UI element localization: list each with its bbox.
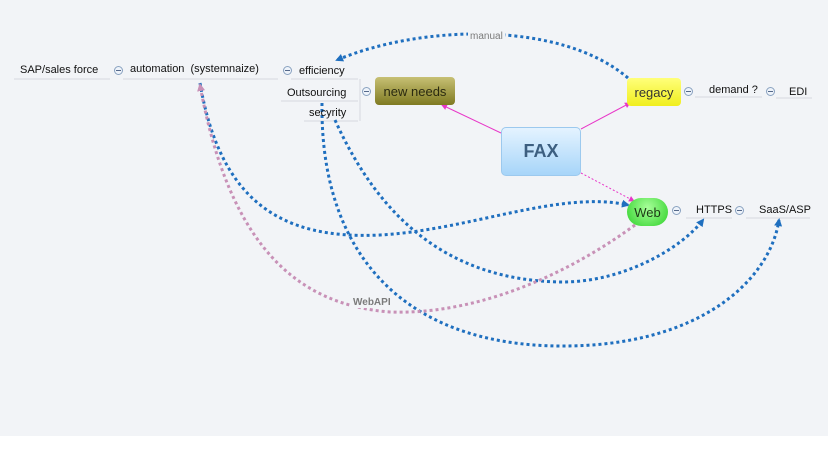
subtopic-automation[interactable]: automation (systemnaize) bbox=[130, 63, 259, 75]
relation-label-webapi: WebAPI bbox=[351, 297, 393, 308]
collapse-toggle-efficiency[interactable] bbox=[283, 66, 292, 75]
collapse-toggle-new-needs[interactable] bbox=[362, 87, 371, 96]
relation-automation-web[interactable] bbox=[198, 82, 630, 237]
collapse-toggle-https[interactable] bbox=[735, 206, 744, 215]
topic-web[interactable]: Web bbox=[627, 198, 668, 226]
subtopic-efficiency[interactable]: efficiency bbox=[299, 65, 345, 77]
relation-outsourcing-https[interactable] bbox=[333, 119, 705, 284]
central-topic-fax[interactable]: FAX bbox=[501, 127, 581, 176]
subtopic-https[interactable]: HTTPS bbox=[696, 204, 733, 216]
relation-webapi[interactable] bbox=[197, 83, 636, 314]
topic-regacy[interactable]: regacy bbox=[627, 78, 681, 106]
collapse-toggle-regacy[interactable] bbox=[684, 87, 693, 96]
subtopic-demand[interactable]: demand ? bbox=[709, 84, 758, 96]
relation-label-manual: manual bbox=[468, 31, 505, 42]
collapse-toggle-web[interactable] bbox=[672, 206, 681, 215]
subtopic-sap-sales-force[interactable]: SAP/sales force bbox=[20, 64, 99, 76]
topic-new-needs[interactable]: new needs bbox=[375, 77, 455, 105]
subtopic-secyrity[interactable]: secyrity bbox=[309, 107, 347, 119]
branch-lines bbox=[14, 78, 812, 219]
subtopic-outsourcing[interactable]: Outsourcing bbox=[287, 87, 347, 99]
collapse-toggle-demand[interactable] bbox=[766, 87, 775, 96]
subtopic-edi[interactable]: EDI bbox=[789, 86, 808, 98]
collapse-toggle-automation[interactable] bbox=[114, 66, 123, 75]
relation-manual[interactable] bbox=[335, 32, 629, 80]
hierarchy-lines bbox=[441, 102, 635, 202]
subtopic-saas-asp[interactable]: SaaS/ASP bbox=[759, 204, 811, 216]
